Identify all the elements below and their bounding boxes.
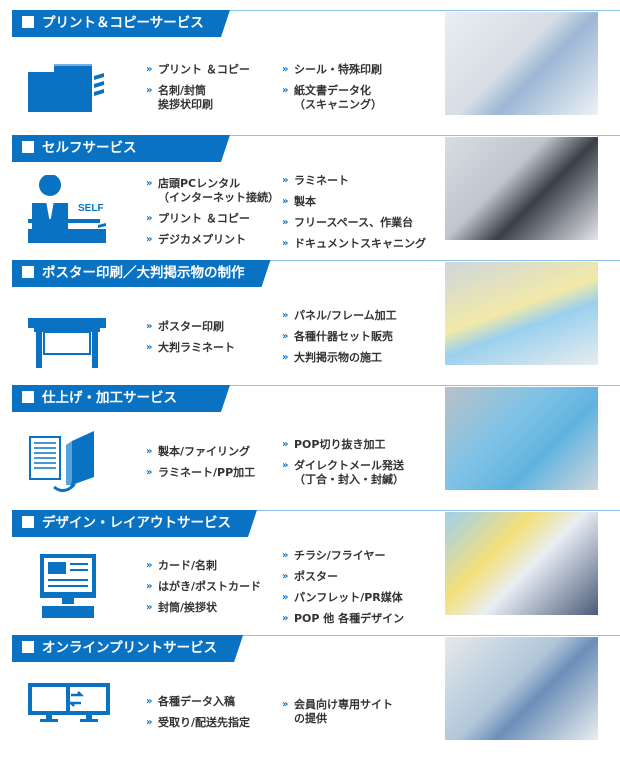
service-column-2: チラシ/フライヤーポスターパンフレット/PR媒体 POP 他 各種デザイン [282,544,442,630]
service-item: POP切り抜き加工 [282,438,442,452]
section-title: デザイン・レイアウトサービス [42,515,231,531]
section-photo [445,387,598,490]
service-item: 封筒/挨拶状 [146,601,281,615]
section-title: セルフサービス [42,140,137,156]
service-item: ダイレクトメール発送 （丁合・封入・封緘） [282,459,442,487]
service-item: 会員向け専用サイト の提供 [282,698,442,726]
service-column-2: シール・特殊印刷紙文書データ化 （スキャニング） [282,44,442,130]
large-format-printer-icon [26,300,111,375]
section-header: 仕上げ・加工サービス [12,385,230,412]
section-photo [445,637,598,740]
service-item: 製本 [282,195,442,209]
copier-icon [26,50,111,125]
square-icon [22,141,34,153]
design-monitor-icon [26,550,111,625]
service-item: ドキュメントスキャニング [282,237,442,251]
section-design: デザイン・レイアウトサービス カード/名刺はがき/ポストカード封筒/挨拶状 チラ… [0,510,620,635]
self-service-person-icon: SELF [26,174,111,250]
service-item: パンフレット/PR媒体 [282,591,442,605]
service-item: ポスター印刷 [146,320,281,334]
section-header: デザイン・レイアウトサービス [12,510,257,537]
divider [12,10,620,11]
service-item: POP 他 各種デザイン [282,612,442,626]
service-item: パネル/フレーム加工 [282,309,442,323]
square-icon [22,391,34,403]
service-column-1: 製本/ファイリングラミネート/PP加工 [146,419,281,505]
service-item: 製本/ファイリング [146,445,281,459]
section-self: セルフサービス SELF 店頭PCレンタル （インターネット接続） プリント ＆コ… [0,135,620,260]
divider [12,385,620,386]
section-title: プリント＆コピーサービス [42,15,204,31]
service-column-1: カード/名刺はがき/ポストカード封筒/挨拶状 [146,544,281,630]
two-monitors-exchange-icon [26,675,111,750]
service-item: デジカメプリント [146,233,281,247]
document-binding-icon [26,425,111,500]
service-item: はがき/ポストカード [146,580,281,594]
section-header: セルフサービス [12,135,230,162]
service-item: ラミネート [282,174,442,188]
section-header: ポスター印刷／大判掲示物の制作 [12,260,271,287]
service-item: 店頭PCレンタル （インターネット接続） [146,177,281,205]
section-title: 仕上げ・加工サービス [42,390,177,406]
service-column-2: パネル/フレーム加工各種什器セット販売大判掲示物の施工 [282,294,442,380]
service-item: シール・特殊印刷 [282,63,442,77]
section-header: オンラインプリントサービス [12,635,243,662]
section-finishing: 仕上げ・加工サービス 製本/ファイリングラミネート/PP加工 POP切り抜き加工… [0,385,620,510]
service-item: チラシ/フライヤー [282,549,442,563]
section-photo [445,512,598,615]
service-item: ポスター [282,570,442,584]
service-item: プリント ＆コピー [146,212,281,226]
section-online: オンラインプリントサービス 各種データ入稿受取り/配送先指定 会員向け専用サイト… [0,635,620,760]
section-title: オンラインプリントサービス [42,640,218,656]
service-column-1: プリント ＆コピー名刺/封筒 挨拶状印刷 [146,44,281,130]
section-title: ポスター印刷／大判掲示物の制作 [42,265,245,281]
service-column-2: ラミネート製本フリースペース、作業台ドキュメントスキャニング [282,169,442,255]
service-item: 大判ラミネート [146,341,281,355]
divider [12,135,620,136]
square-icon [22,266,34,278]
service-column-1: 各種データ入稿受取り/配送先指定 [146,669,281,755]
service-item: カード/名刺 [146,559,281,573]
divider [12,635,620,636]
service-item: 大判掲示物の施工 [282,351,442,365]
self-label: SELF [78,203,104,214]
section-photo [445,137,598,240]
square-icon [22,516,34,528]
section-photo [445,262,598,365]
service-column-1: ポスター印刷大判ラミネート [146,294,281,380]
service-item: フリースペース、作業台 [282,216,442,230]
divider [12,260,620,261]
service-item: ラミネート/PP加工 [146,466,281,480]
service-item: 受取り/配送先指定 [146,716,281,730]
section-copy: プリント＆コピーサービス プリント ＆コピー名刺/封筒 挨拶状印刷 シール・特殊… [0,10,620,135]
service-item: 各種什器セット販売 [282,330,442,344]
section-poster: ポスター印刷／大判掲示物の制作 ポスター印刷大判ラミネート パネル/フレーム加工… [0,260,620,385]
service-item: 名刺/封筒 挨拶状印刷 [146,84,281,112]
section-photo [445,12,598,115]
service-item: 紙文書データ化 （スキャニング） [282,84,442,112]
service-item: 各種データ入稿 [146,695,281,709]
service-column-2: POP切り抜き加工ダイレクトメール発送 （丁合・封入・封緘） [282,419,442,505]
square-icon [22,16,34,28]
divider [12,510,620,511]
service-column-2: 会員向け専用サイト の提供 [282,669,442,755]
service-item: プリント ＆コピー [146,63,281,77]
section-header: プリント＆コピーサービス [12,10,230,37]
service-column-1: 店頭PCレンタル （インターネット接続） プリント ＆コピーデジカメプリント [146,169,281,255]
square-icon [22,641,34,653]
